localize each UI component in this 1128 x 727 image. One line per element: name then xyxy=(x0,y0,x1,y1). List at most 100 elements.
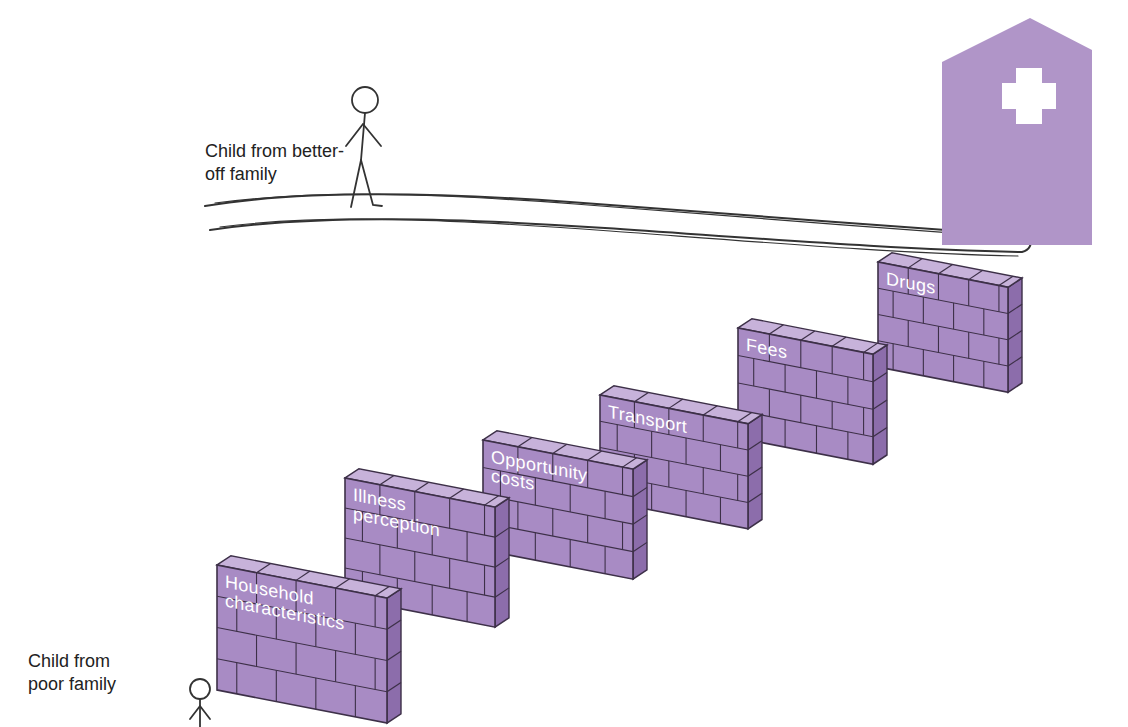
brick-joint xyxy=(375,584,389,599)
brick-joint xyxy=(450,486,464,501)
brick-joint xyxy=(315,678,316,709)
brick-joint xyxy=(651,431,652,457)
brick-joint xyxy=(816,426,817,454)
health-cross xyxy=(1002,83,1056,109)
brick-joint xyxy=(720,445,721,471)
brick-joint xyxy=(651,484,652,510)
brick-joint xyxy=(847,432,848,460)
wall-side xyxy=(1008,275,1022,395)
brick-joint xyxy=(633,512,647,527)
brick-joint xyxy=(517,502,518,530)
stick-figure xyxy=(190,679,210,727)
brick-joint xyxy=(570,539,571,567)
brick-joint xyxy=(415,480,429,495)
brick-joint xyxy=(483,523,633,552)
brick-joint xyxy=(769,389,770,417)
brick-joint xyxy=(484,505,485,535)
brick-joint xyxy=(753,359,754,387)
health-centre-building xyxy=(942,18,1092,245)
brick-wall: Household characteristics xyxy=(217,565,387,723)
brick-joint xyxy=(397,578,398,608)
brick-joint xyxy=(622,522,623,550)
stick-figure xyxy=(346,87,382,207)
brick-joint xyxy=(878,315,1008,340)
brick-joint xyxy=(832,401,833,429)
brick-joint xyxy=(387,680,401,695)
brick-joint xyxy=(605,491,606,519)
brick-joint xyxy=(495,585,509,600)
brick-joint xyxy=(495,525,509,540)
brick-joint xyxy=(668,461,669,487)
brick-joint xyxy=(703,403,717,418)
brick-joint xyxy=(873,425,887,440)
brick-joint xyxy=(938,274,939,300)
wall-front xyxy=(345,478,495,627)
brick-lines xyxy=(878,250,1022,395)
brick-joint xyxy=(863,407,864,435)
road xyxy=(205,194,1031,256)
brick-joint xyxy=(969,268,983,283)
brick-joint xyxy=(449,498,450,528)
brick-joint xyxy=(587,515,588,543)
brick-joint xyxy=(738,410,752,425)
brick-joint xyxy=(983,309,984,335)
brick-joint xyxy=(800,395,801,423)
wall-front xyxy=(738,328,873,464)
brick-joint xyxy=(785,420,786,448)
brick-joint xyxy=(483,495,633,524)
brick-joint xyxy=(336,576,350,591)
brick-joint xyxy=(832,334,846,349)
brick-joint xyxy=(878,288,1008,313)
brick-joint xyxy=(276,670,277,701)
brick-joint xyxy=(999,274,1013,289)
brick-joint xyxy=(923,297,924,323)
brick-joint xyxy=(953,303,954,329)
brick-joint xyxy=(998,338,999,364)
brick-joint xyxy=(908,256,922,271)
wall-front xyxy=(600,395,748,529)
brick-joint xyxy=(938,326,939,352)
brick-joint xyxy=(296,643,297,674)
figure-label: Child from poor family xyxy=(28,650,143,697)
wall-side xyxy=(495,495,509,630)
brick-joint xyxy=(737,422,738,448)
brick-joint xyxy=(362,571,363,601)
brick-joint xyxy=(617,477,618,503)
brick-joint xyxy=(753,414,754,442)
brick-joint xyxy=(847,377,848,405)
brick-joint xyxy=(535,533,536,561)
wall-side xyxy=(387,586,401,726)
brick-joint xyxy=(605,546,606,574)
brick-joint xyxy=(816,371,817,399)
brick-joint xyxy=(379,545,380,575)
brick-joint xyxy=(801,328,815,343)
brick-joint xyxy=(738,383,873,409)
brick-joint xyxy=(432,585,433,615)
figure-label: Child from better-off family xyxy=(205,140,355,187)
brick-joint xyxy=(570,484,571,512)
brick-joint xyxy=(873,397,887,412)
brick-joint xyxy=(467,592,468,622)
brick-joint xyxy=(355,623,356,654)
brick-joint xyxy=(737,474,738,500)
brick-joint xyxy=(588,448,602,463)
brick-joint xyxy=(217,628,387,661)
brick-joint xyxy=(923,350,924,376)
brick-joint xyxy=(484,565,485,595)
wall-front xyxy=(483,440,633,579)
brick-joint xyxy=(414,552,415,582)
brick-joint xyxy=(622,467,623,495)
brick-joint xyxy=(387,649,401,664)
brick-joint xyxy=(738,356,873,382)
brick-joint xyxy=(748,438,762,453)
wall-front xyxy=(217,565,387,723)
brick-joint xyxy=(720,497,721,523)
wall-front xyxy=(878,262,1008,392)
brick-joint xyxy=(863,352,864,380)
brick-joint xyxy=(685,438,686,464)
brick-joint xyxy=(617,425,618,451)
brick-joint xyxy=(217,659,387,692)
brick-joint xyxy=(953,355,954,381)
